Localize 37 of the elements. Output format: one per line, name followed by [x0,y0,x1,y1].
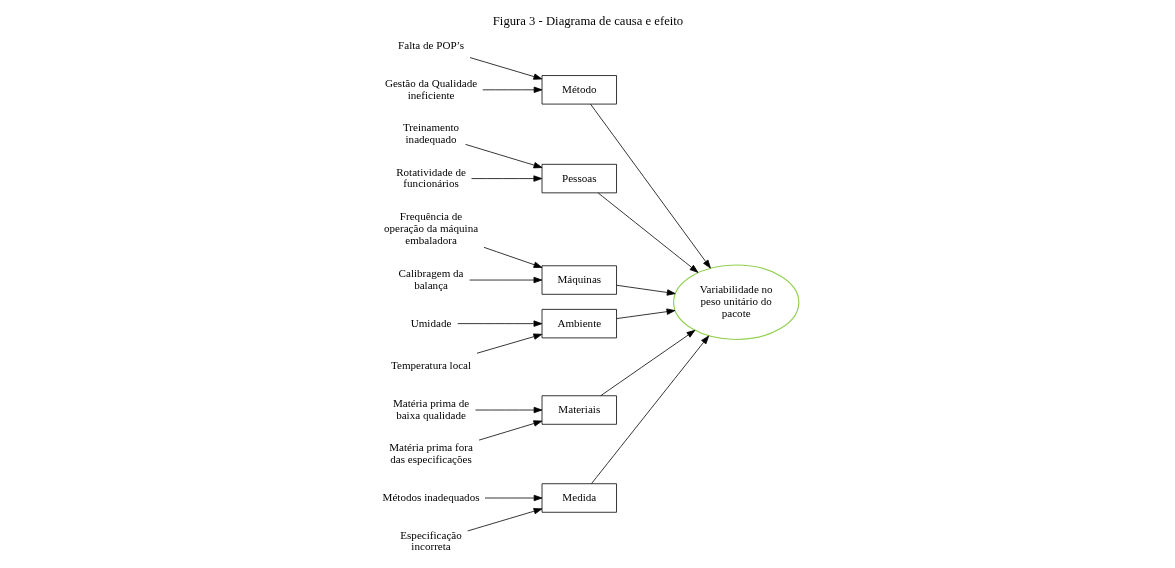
node-box: Máquinas [541,265,617,295]
node-box: Método [541,75,617,105]
arrow [483,246,542,268]
node-text: Falta de POP’s [397,39,464,52]
node-box: Pessoas [541,163,617,194]
node-text: Matéria prima fora das especificações [388,441,473,466]
arrow [597,192,698,273]
arrow [589,103,711,269]
node-box: Materiais [541,395,617,425]
arrow [616,284,676,296]
node-text: Métodos inadequados [382,490,480,503]
node-box: Medida [541,483,617,513]
node-text: Especificação incorreta [399,528,462,553]
diagram-title: Figura 3 - Diagrama de causa e efeito [492,13,683,28]
arrow [466,508,542,532]
node-box: Ambiente [541,308,617,339]
arrow [599,329,695,397]
arrow [469,57,542,80]
node-text: Temperatura local [390,359,471,372]
arrow [484,494,542,502]
arrow [470,175,542,182]
node-text: Frequência de operação da máquina embaladora [383,210,478,247]
arrow [456,320,542,327]
node-text: Calibragem da balança [398,267,464,291]
node-text: Treinamento inadequado [402,121,459,146]
arrow [464,144,542,169]
node-text: Umidade [410,316,451,329]
arrow [481,86,542,93]
node-text: Rotatividade de funcionários [395,165,466,190]
arrow [474,406,542,414]
arrow [468,276,542,284]
arrow [476,333,542,354]
node-text: Gestão da Qualidade ineficiente [384,76,477,101]
node-text: Matéria prima de baixa qualidade [392,397,469,421]
arrow [616,308,675,319]
arrow [478,420,542,441]
arrow [590,335,709,484]
